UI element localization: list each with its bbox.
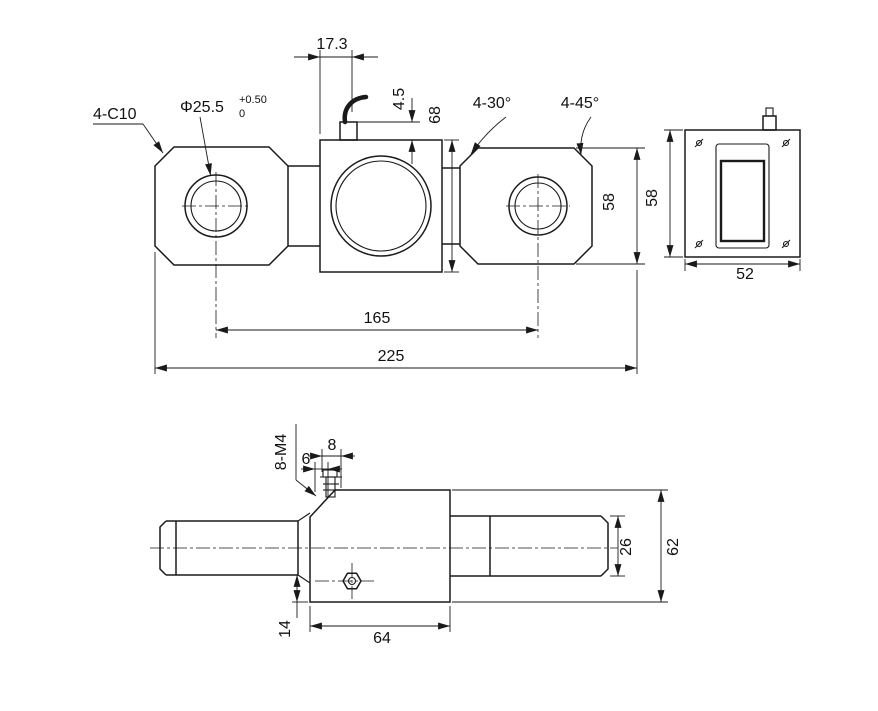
dim-8-label: 8 bbox=[328, 437, 337, 454]
plan-center-block bbox=[309, 489, 451, 603]
dim-58-front-label: 58 bbox=[601, 193, 618, 211]
dim-26: 26 bbox=[610, 515, 635, 577]
dim-6-label: 6 bbox=[302, 451, 311, 468]
right-shaft-end bbox=[600, 515, 609, 577]
side-outer-rect bbox=[684, 129, 801, 258]
dim-26-label: 26 bbox=[618, 538, 635, 556]
angle-45-arrow bbox=[576, 116, 592, 156]
front-view-centerlines bbox=[182, 172, 570, 338]
dim-225-label: 225 bbox=[378, 348, 405, 365]
dim-68-label: 68 bbox=[427, 106, 444, 124]
bore-callout: Φ25.5 +0.50 0 bbox=[180, 94, 267, 176]
center-bore-inner-circle bbox=[335, 160, 427, 252]
hex-bolt bbox=[315, 563, 374, 599]
cable bbox=[342, 94, 369, 125]
dim-64: 64 bbox=[309, 606, 451, 647]
side-view-body bbox=[684, 107, 801, 258]
dim-165: 165 bbox=[216, 310, 538, 334]
dim-62: 62 bbox=[452, 489, 682, 603]
side-view: 58 52 bbox=[644, 107, 801, 283]
bore-tolerance-upper: +0.50 bbox=[239, 94, 267, 106]
chamfer-callout: 4-C10 bbox=[93, 106, 164, 154]
dim-52: 52 bbox=[684, 259, 801, 283]
thread-label: 8-M4 bbox=[273, 434, 290, 471]
center-block bbox=[319, 139, 443, 273]
front-view: 4-C10 Φ25.5 +0.50 0 17.3 4.5 bbox=[93, 36, 645, 374]
plan-view-body bbox=[150, 469, 618, 603]
right-end-block bbox=[459, 147, 593, 265]
angle-callouts: 4-30° 4-45° bbox=[470, 95, 599, 156]
dim-17-3: 17.3 bbox=[294, 36, 378, 134]
center-bore-circle bbox=[330, 155, 432, 257]
corner-screws bbox=[694, 138, 791, 249]
dim-17-3-label: 17.3 bbox=[316, 36, 347, 53]
angle-30-arrow bbox=[470, 116, 507, 155]
dim-8: 8 bbox=[308, 437, 355, 488]
dim-52-label: 52 bbox=[736, 266, 754, 283]
side-inner-rect bbox=[715, 143, 770, 249]
dim-165-label: 165 bbox=[364, 310, 391, 327]
bore-tolerance-lower: 0 bbox=[239, 108, 245, 120]
dim-14: 14 bbox=[277, 575, 308, 638]
dim-58-side-label: 58 bbox=[644, 189, 661, 207]
dim-4-5-label: 4.5 bbox=[391, 88, 408, 110]
dim-68: 68 bbox=[427, 106, 459, 273]
side-gland-cap bbox=[765, 107, 774, 117]
cable-gland bbox=[339, 121, 358, 141]
dim-62-label: 62 bbox=[665, 538, 682, 556]
side-connector-rect bbox=[719, 159, 766, 243]
dim-58-front: 58 bbox=[576, 147, 645, 265]
bore-diameter-label: Φ25.5 bbox=[180, 99, 224, 116]
dim-225: 225 bbox=[154, 252, 638, 374]
chamfer-label: 4-C10 bbox=[93, 106, 137, 123]
dim-58-side: 58 bbox=[644, 129, 683, 258]
dim-4-5: 4.5 bbox=[357, 88, 420, 164]
angle-30-label: 4-30° bbox=[473, 95, 511, 112]
dim-14-label: 14 bbox=[277, 620, 294, 638]
thread-callout: 8-M4 bbox=[273, 424, 317, 497]
angle-45-label: 4-45° bbox=[561, 95, 599, 112]
dim-6: 6 bbox=[301, 451, 342, 498]
plan-view: 8-M4 8 6 14 bbox=[150, 424, 682, 647]
dim-64-label: 64 bbox=[373, 630, 391, 647]
